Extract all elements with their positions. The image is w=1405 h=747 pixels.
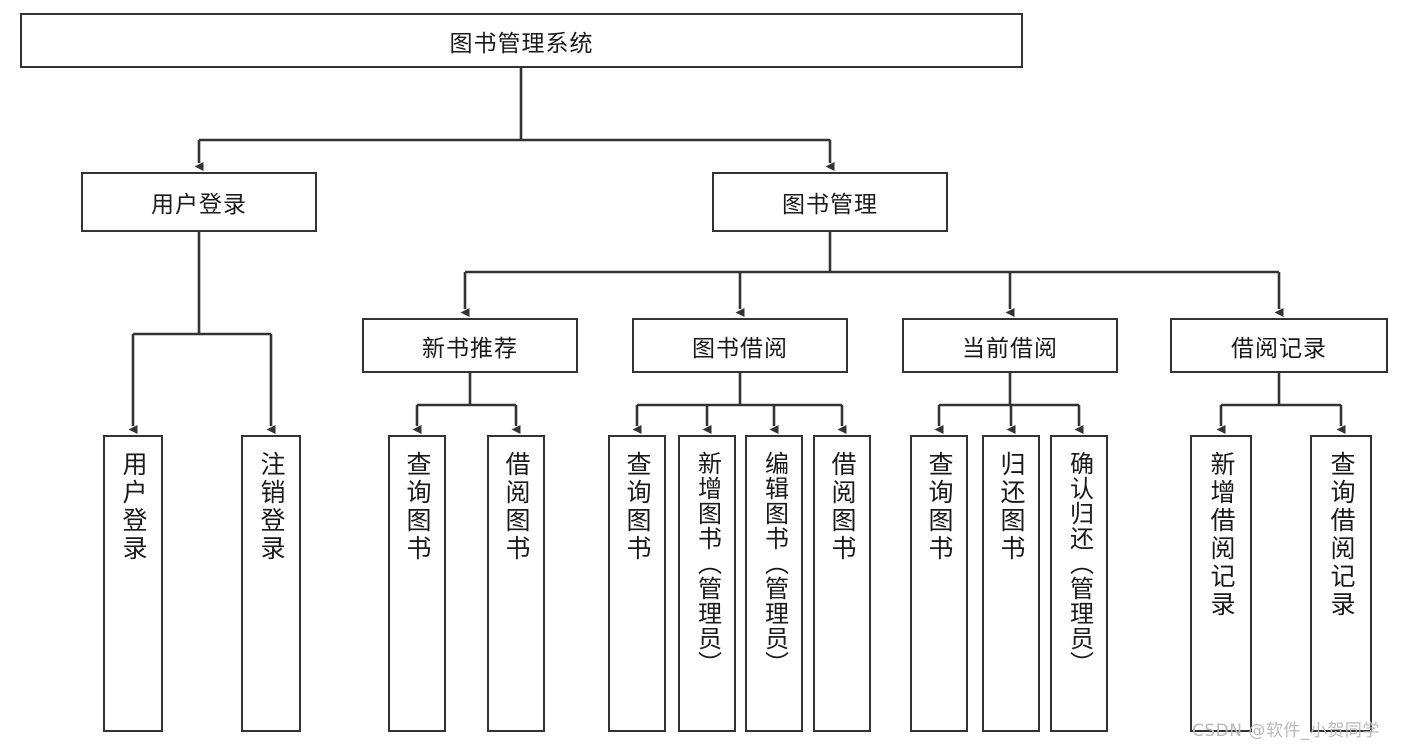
leaf-node-3: 借阅图书 xyxy=(487,435,545,732)
node-label: 归还图书 xyxy=(997,451,1026,563)
leaf-node-4: 查询图书 xyxy=(608,435,666,732)
leaf-node-2: 查询图书 xyxy=(388,435,446,732)
leaf-node-8: 查询图书 xyxy=(910,435,968,732)
node-label: 确认归还（管理员） xyxy=(1065,451,1094,676)
leaf-node-11: 新增借阅记录 xyxy=(1190,435,1252,732)
leaf-node-6: 编辑图书（管理员） xyxy=(745,435,803,732)
leaf-node-9: 归还图书 xyxy=(982,435,1040,732)
node-label: 查询借阅记录 xyxy=(1327,451,1356,619)
node-label: 注销登录 xyxy=(257,451,286,563)
node-label: 图书管理 xyxy=(782,192,878,218)
leaf-node-0: 用户登录 xyxy=(103,435,163,732)
node-label: 新增图书（管理员） xyxy=(693,451,722,676)
level2-node-1: 图书借阅 xyxy=(632,318,848,373)
node-label: 查询图书 xyxy=(623,451,652,563)
node-label: 借阅记录 xyxy=(1231,335,1327,362)
node-label: 图书借阅 xyxy=(692,335,788,362)
level1-node-1: 图书管理 xyxy=(712,172,948,232)
node-label: 新书推荐 xyxy=(422,335,518,362)
level1-node-0: 用户登录 xyxy=(81,172,317,232)
level2-node-2: 当前借阅 xyxy=(902,318,1118,373)
leaf-node-12: 查询借阅记录 xyxy=(1310,435,1372,732)
node-label: 当前借阅 xyxy=(962,335,1058,362)
node-label: 编辑图书（管理员） xyxy=(760,451,789,676)
node-label: 借阅图书 xyxy=(502,451,531,563)
node-label: 用户登录 xyxy=(151,192,247,218)
csdn-watermark: CSDN @软件_小贺同学 xyxy=(1192,721,1380,741)
root-node-0: 图书管理系统 xyxy=(20,13,1023,68)
level2-node-3: 借阅记录 xyxy=(1170,318,1388,373)
leaf-node-1: 注销登录 xyxy=(241,435,301,732)
level2-node-0: 新书推荐 xyxy=(362,318,578,373)
leaf-node-5: 新增图书（管理员） xyxy=(678,435,736,732)
node-label: 新增借阅记录 xyxy=(1207,451,1236,619)
node-label: 图书管理系统 xyxy=(449,30,594,57)
leaf-node-10: 确认归还（管理员） xyxy=(1050,435,1108,732)
node-label: 用户登录 xyxy=(119,451,148,563)
node-label: 查询图书 xyxy=(925,451,954,563)
node-label: 借阅图书 xyxy=(828,451,857,563)
leaf-node-7: 借阅图书 xyxy=(813,435,871,732)
node-label: 查询图书 xyxy=(403,451,432,563)
